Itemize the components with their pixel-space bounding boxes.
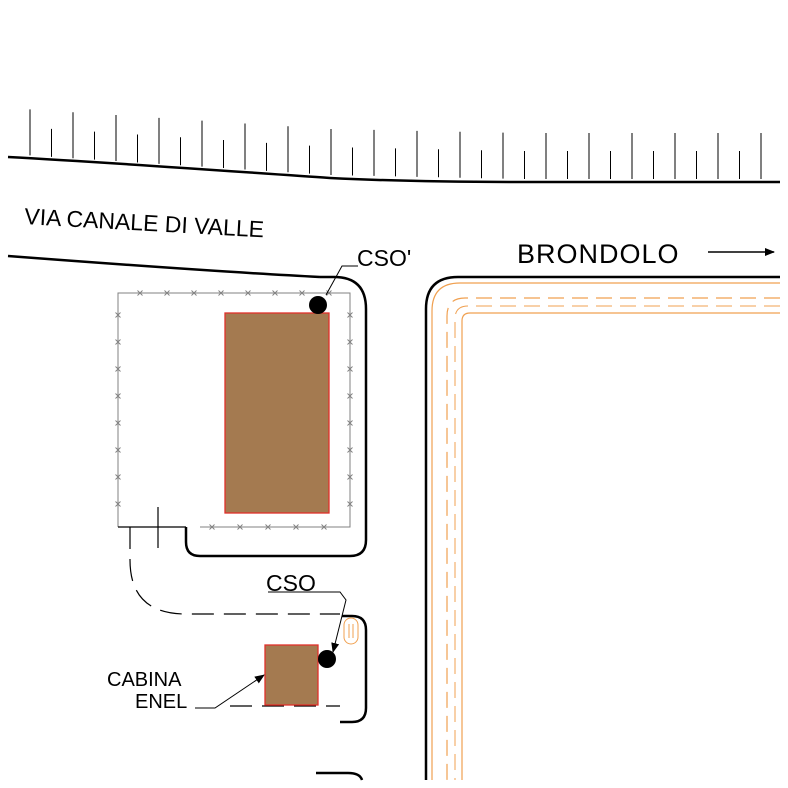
cso-leader <box>268 591 347 653</box>
fence-x-marker <box>347 474 353 480</box>
fence-x-marker <box>347 393 353 399</box>
fence-x-marker <box>347 339 353 345</box>
street-edge-south <box>7 254 321 279</box>
sidewalk-line-inner <box>461 312 780 780</box>
fence-x-marker <box>218 290 224 296</box>
embankment <box>7 109 780 184</box>
fence-x-marker <box>293 524 299 530</box>
entrance <box>118 507 186 548</box>
embankment-edge <box>7 155 780 184</box>
cso-label: CSO <box>266 570 316 596</box>
cabina-label-line1: CABINA <box>107 669 182 691</box>
fence-x-marker <box>115 474 121 480</box>
direction-label: BRONDOLO <box>517 239 680 269</box>
fence-x-marker <box>115 447 121 453</box>
fence-x-marker <box>265 524 271 530</box>
cso-prime-leader <box>325 265 358 296</box>
fence-x-marker <box>164 290 170 296</box>
driveway-dashed-edge <box>129 527 340 615</box>
fence-x-marker <box>347 501 353 507</box>
main-building <box>224 312 330 514</box>
fence-x-marker <box>115 501 121 507</box>
fence <box>115 290 353 530</box>
sidewalk-line-outer <box>431 282 780 780</box>
fence-line <box>117 292 351 528</box>
fence-x-marker <box>347 366 353 372</box>
fence-x-marker <box>347 420 353 426</box>
fence-x-marker <box>326 290 332 296</box>
fence-markers <box>115 290 353 530</box>
fence-x-marker <box>115 366 121 372</box>
street-name-label: VIA CANALE DI VALLE <box>24 203 265 242</box>
fence-x-marker <box>237 524 243 530</box>
road-east <box>424 275 780 780</box>
fence-x-marker <box>115 393 121 399</box>
fence-x-marker <box>209 524 215 530</box>
cso-prime-marker-icon <box>309 296 327 314</box>
cso-marker-icon <box>318 650 336 668</box>
embankment-hatch <box>29 109 762 179</box>
cabina-label-line2: ENEL <box>135 691 187 713</box>
fence-x-marker <box>137 290 143 296</box>
plot-curb-outline <box>184 275 368 558</box>
fence-x-marker <box>245 290 251 296</box>
fence-x-marker <box>321 524 327 530</box>
sidewalk-dashed-line <box>446 297 780 780</box>
road-east-curb <box>424 275 780 780</box>
fence-x-marker <box>115 420 121 426</box>
bottom-curb-fragment <box>316 771 364 781</box>
fence-x-marker <box>272 290 278 296</box>
fence-x-marker <box>299 290 305 296</box>
manhole-icon <box>343 617 359 645</box>
cabina-enel-building <box>264 644 319 706</box>
cabina-leader <box>195 674 265 709</box>
fence-x-marker <box>115 312 121 318</box>
fence-x-marker <box>115 339 121 345</box>
sidewalk-line-mid <box>454 305 780 780</box>
fence-x-marker <box>191 290 197 296</box>
fence-x-marker <box>347 447 353 453</box>
fence-x-marker <box>347 312 353 318</box>
cso-prime-label: CSO' <box>357 245 411 271</box>
lower-plot-curb <box>340 614 368 724</box>
